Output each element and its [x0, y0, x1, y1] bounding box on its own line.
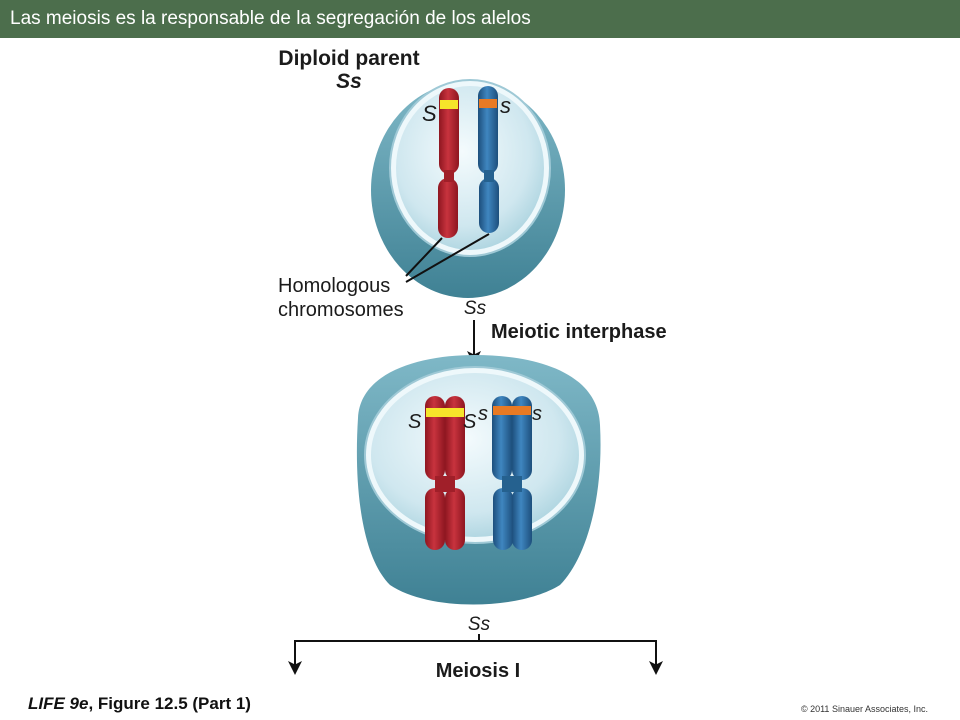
header-bar: Las meiosis es la responsable de la segr…	[0, 0, 960, 38]
meiosis-branch-arrows	[288, 634, 663, 675]
allele-label-s-1: s	[478, 403, 488, 425]
meiotic-interphase-label: Meiotic interphase	[491, 321, 667, 343]
interphase-genotype: Ss	[464, 298, 487, 319]
figure-ref: , Figure 12.5 (Part 1)	[88, 694, 251, 713]
allele-label-S-top: S	[422, 101, 437, 126]
red-chromosome-replicated	[425, 396, 465, 550]
yellow-band	[440, 100, 458, 109]
allele-label-S-1: S	[408, 411, 422, 433]
red-chromosome-top	[438, 88, 459, 238]
diploid-parent-genotype: Ss	[336, 70, 362, 93]
homologous-pointer-lines	[405, 233, 490, 283]
copyright-notice: © 2011 Sinauer Associates, Inc.	[800, 704, 928, 714]
meiosis-i-label: Meiosis I	[436, 660, 520, 682]
interphase-cell	[356, 355, 601, 605]
yellow-band	[426, 408, 464, 417]
figure-caption: LIFE 9e, Figure 12.5 (Part 1)	[28, 694, 251, 714]
slide-title: Las meiosis es la responsable de la segr…	[10, 8, 531, 29]
allele-label-s-2: s	[532, 403, 542, 425]
homologous-label-line1: Homologous	[278, 275, 390, 297]
blue-chromosome-replicated	[492, 396, 532, 550]
homologous-label-line2: chromosomes	[278, 299, 404, 321]
blue-chromosome-top	[478, 86, 499, 233]
allele-label-S-2: S	[463, 411, 477, 433]
orange-band	[493, 406, 531, 415]
orange-band	[479, 99, 497, 108]
meiosis-genotype: Ss	[468, 614, 491, 635]
diploid-parent-title: Diploid parent	[278, 47, 419, 70]
diploid-parent-cell	[371, 79, 565, 298]
figure-book: LIFE 9e	[28, 694, 89, 713]
allele-label-s-top: s	[500, 93, 511, 118]
